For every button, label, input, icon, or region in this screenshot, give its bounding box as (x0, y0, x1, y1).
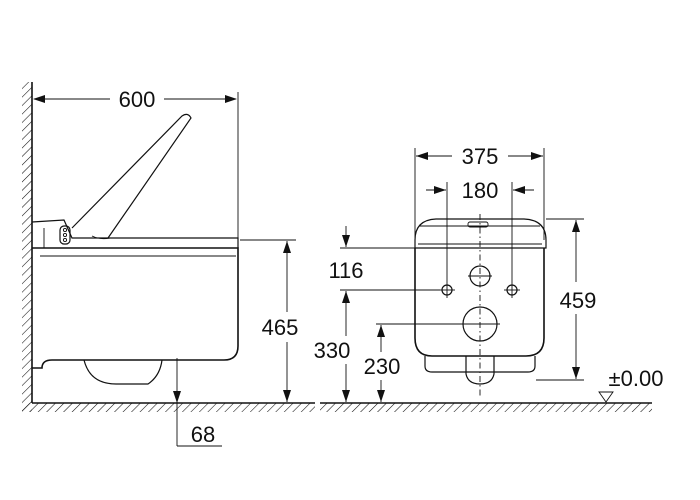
seat-front (414, 218, 547, 249)
hinge-dot-2 (62, 232, 68, 238)
waste-outlet (460, 306, 500, 342)
fixing-distance-label: 180 (462, 178, 499, 203)
fixing-hole-left (439, 282, 455, 298)
front-floor-hatch (320, 403, 652, 412)
width-arrow-right (225, 95, 237, 103)
front-width-label: 375 (462, 144, 499, 169)
fixing-height-arrow-top (342, 291, 350, 303)
outlet-height-arrow-bottom (377, 390, 385, 402)
fixing-arrow-left (434, 186, 446, 194)
side-height-label: 465 (262, 315, 299, 340)
seat-button (467, 221, 489, 228)
total-height-label: 459 (560, 288, 597, 313)
top-offset-arrow-top (342, 235, 350, 247)
height-arrow-top (283, 241, 291, 253)
floor-level-triangle (598, 391, 614, 403)
side-view: 600 465 68 (22, 82, 315, 447)
outlet-pipe-side (83, 359, 163, 385)
fixing-arrow-right (513, 186, 525, 194)
fixing-height-label: 330 (314, 338, 351, 363)
fixing-height-arrow-bottom (342, 390, 350, 402)
front-view: 375 180 116 330 230 459 (314, 144, 664, 412)
total-height-arrow-bottom (572, 367, 580, 379)
toilet-body-side (32, 247, 239, 369)
front-width-arrow-right (531, 152, 543, 160)
floor-level-label: ±0.00 (609, 366, 664, 391)
hinge-knob (59, 225, 71, 245)
toilet-body-front (414, 248, 545, 357)
top-offset-label: 116 (328, 258, 363, 283)
outlet-arrow-top (173, 391, 181, 403)
hinge-dot-1 (62, 227, 68, 233)
outlet-height-label: 230 (364, 354, 401, 379)
outlet-front (465, 356, 495, 385)
height-arrow-bottom (283, 390, 291, 402)
fixing-hole-right (504, 282, 520, 298)
side-floor-hatch (22, 403, 315, 412)
raised-lid (71, 113, 192, 239)
outlet-height-arrow-top (377, 325, 385, 337)
total-height-arrow-top (572, 220, 580, 232)
outlet-offset-label: 68 (191, 422, 215, 447)
front-width-arrow-left (416, 152, 428, 160)
water-inlet (468, 265, 492, 287)
wall-hatch (22, 82, 32, 412)
width-arrow-left (33, 95, 45, 103)
hinge-dot-3 (62, 237, 68, 243)
lid-edge (91, 235, 111, 240)
side-width-label: 600 (119, 87, 156, 112)
